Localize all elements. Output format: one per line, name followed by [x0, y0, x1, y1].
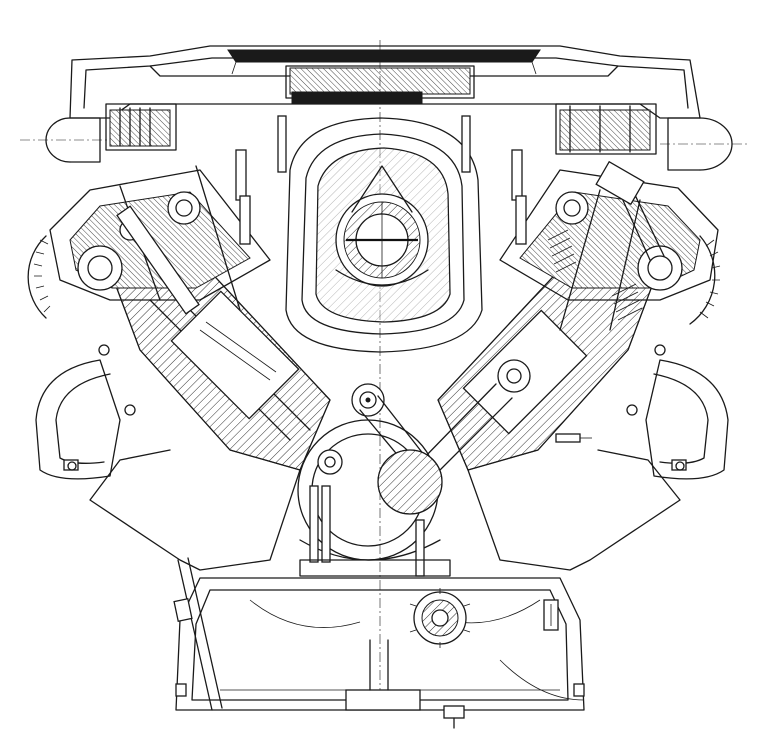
right-cylinder-head: [499, 160, 719, 331]
right-cam-gear: [689, 235, 721, 325]
crankshaft: [297, 419, 443, 561]
sensor-connector: [555, 433, 592, 443]
left-intake-duct: [20, 103, 177, 163]
main-bearing-bolts: [299, 485, 451, 577]
fuel-injectors: [235, 115, 527, 245]
left-exhaust-manifold: [35, 359, 121, 480]
right-cylinder-bank: [437, 249, 659, 471]
drain-plug: [443, 705, 465, 729]
oil-pump: [409, 588, 471, 648]
throttle-valve: [335, 165, 429, 287]
oil-level-sensor: [499, 599, 585, 701]
right-exhaust-manifold: [645, 359, 729, 480]
intake-airbox: [69, 45, 701, 119]
left-cam-gear: [27, 235, 51, 319]
left-cylinder-head: [49, 165, 271, 315]
engine-block-sides: [89, 449, 681, 571]
central-pivot: [351, 383, 385, 417]
right-valve-springs: [547, 229, 643, 321]
dipstick-tube: [173, 557, 223, 711]
right-intake-duct: [555, 103, 750, 171]
mount-bolts: [98, 344, 666, 697]
